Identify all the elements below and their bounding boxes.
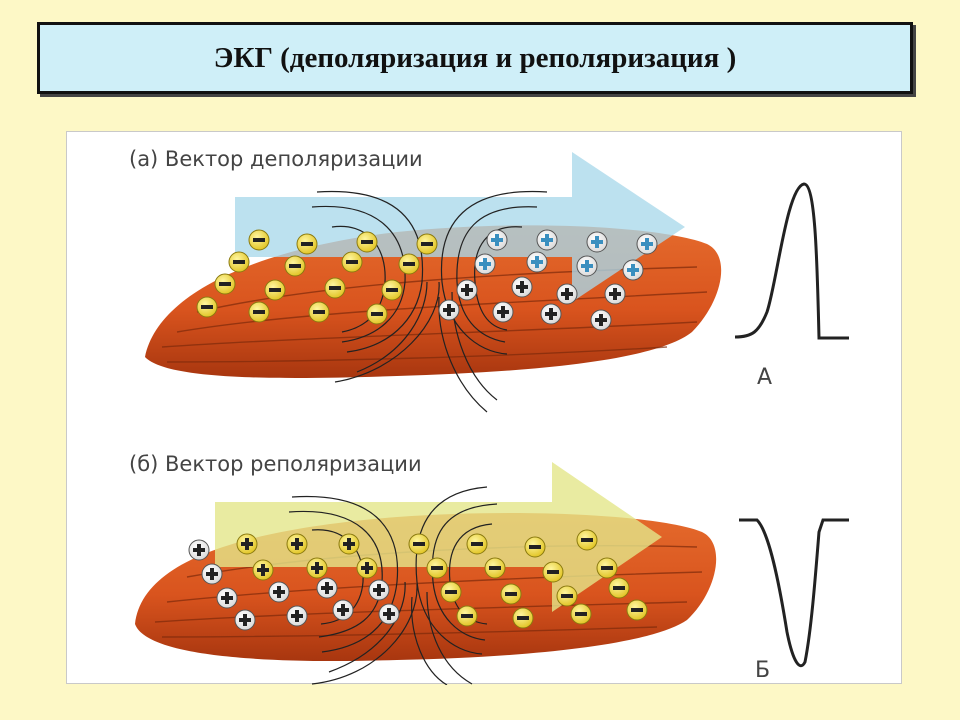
ecg-diagram: (а) Вектор деполяризации bbox=[129, 147, 849, 685]
positive-charges-b bbox=[188, 533, 400, 631]
panel-a-label: (а) Вектор деполяризации bbox=[129, 147, 423, 171]
charge-minus-icon bbox=[308, 301, 330, 323]
charge-minus-icon bbox=[426, 557, 448, 579]
charge-plus-icon bbox=[252, 559, 274, 581]
negative-charges-a bbox=[196, 229, 438, 325]
slide-title: ЭКГ (деполяризация и реполяризация ) bbox=[213, 41, 737, 74]
charge-plus-icon bbox=[604, 283, 626, 305]
charge-minus-icon bbox=[228, 251, 250, 273]
repolarization-arrow bbox=[215, 462, 662, 612]
charge-minus-icon bbox=[570, 603, 592, 625]
wave-a-label: А bbox=[757, 365, 772, 390]
charge-minus-icon bbox=[284, 255, 306, 277]
charge-plus-icon bbox=[492, 301, 514, 323]
charge-plus-icon bbox=[474, 253, 496, 275]
charge-plus-icon bbox=[368, 579, 390, 601]
charge-minus-icon bbox=[248, 301, 270, 323]
charge-minus-icon bbox=[524, 536, 546, 558]
charge-minus-icon bbox=[440, 581, 462, 603]
charge-minus-icon bbox=[626, 599, 648, 621]
charge-minus-icon bbox=[296, 233, 318, 255]
charge-minus-icon bbox=[556, 585, 578, 607]
charge-plus-icon bbox=[216, 587, 238, 609]
charge-plus-icon bbox=[188, 539, 210, 561]
charge-plus-icon bbox=[201, 563, 223, 585]
charge-minus-icon bbox=[416, 233, 438, 255]
charge-plus-icon bbox=[526, 251, 548, 273]
charge-minus-icon bbox=[264, 279, 286, 301]
charge-plus-icon bbox=[332, 599, 354, 621]
charge-minus-icon bbox=[196, 296, 218, 318]
charge-plus-icon bbox=[622, 259, 644, 281]
charge-minus-icon bbox=[500, 583, 522, 605]
title-box: ЭКГ (деполяризация и реполяризация ) bbox=[37, 22, 913, 94]
charge-minus-icon bbox=[456, 605, 478, 627]
charge-plus-icon bbox=[338, 533, 360, 555]
charge-minus-icon bbox=[341, 251, 363, 273]
charge-minus-icon bbox=[484, 557, 506, 579]
charge-minus-icon bbox=[366, 303, 388, 325]
charge-plus-icon bbox=[636, 233, 658, 255]
charge-minus-icon bbox=[512, 607, 534, 629]
charge-plus-icon bbox=[316, 577, 338, 599]
charge-plus-icon bbox=[286, 533, 308, 555]
charge-minus-icon bbox=[596, 557, 618, 579]
negative-charges-b bbox=[408, 529, 648, 629]
panel-b-label: (б) Вектор реполяризации bbox=[129, 452, 422, 476]
charge-plus-icon bbox=[236, 533, 258, 555]
charge-plus-icon bbox=[586, 231, 608, 253]
charge-minus-icon bbox=[214, 273, 236, 295]
charge-plus-icon bbox=[306, 557, 328, 579]
charge-plus-icon bbox=[356, 557, 378, 579]
charge-plus-icon bbox=[540, 303, 562, 325]
charge-minus-icon bbox=[398, 253, 420, 275]
charge-plus-icon bbox=[268, 581, 290, 603]
charge-plus-icon bbox=[536, 229, 558, 251]
charge-plus-icon bbox=[556, 283, 578, 305]
charge-minus-icon bbox=[408, 533, 430, 555]
charge-plus-icon bbox=[456, 279, 478, 301]
charge-minus-icon bbox=[542, 561, 564, 583]
positive-charges-a bbox=[438, 229, 658, 331]
charge-plus-icon bbox=[511, 276, 533, 298]
ecg-wave-b bbox=[739, 518, 849, 668]
charge-plus-icon bbox=[576, 255, 598, 277]
charge-minus-icon bbox=[381, 279, 403, 301]
wave-b-label: Б bbox=[755, 658, 770, 683]
charge-minus-icon bbox=[576, 529, 598, 551]
charge-plus-icon bbox=[438, 299, 460, 321]
charge-minus-icon bbox=[248, 229, 270, 251]
charge-plus-icon bbox=[378, 603, 400, 625]
charge-plus-icon bbox=[286, 605, 308, 627]
charge-plus-icon bbox=[486, 229, 508, 251]
charge-minus-icon bbox=[324, 277, 346, 299]
charge-plus-icon bbox=[590, 309, 612, 331]
charge-minus-icon bbox=[466, 533, 488, 555]
ecg-wave-a bbox=[734, 182, 849, 340]
ecg-figure: (а) Вектор деполяризации bbox=[66, 131, 902, 685]
charge-plus-icon bbox=[234, 609, 256, 631]
charge-minus-icon bbox=[608, 577, 630, 599]
charge-minus-icon bbox=[356, 231, 378, 253]
depolarization-arrow bbox=[235, 152, 685, 302]
